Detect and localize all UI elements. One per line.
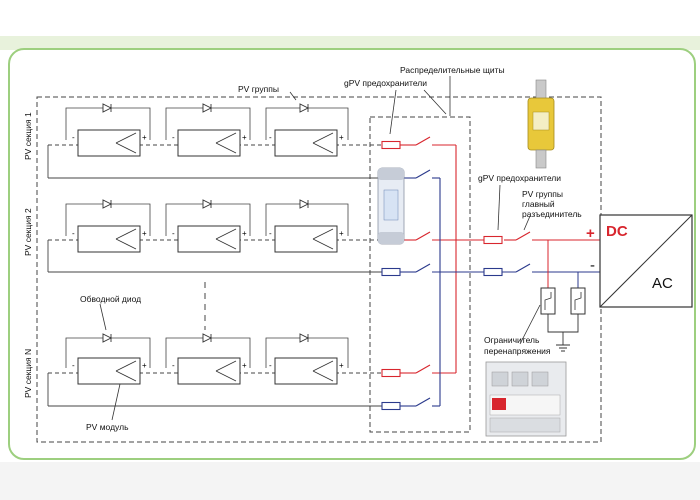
main-fuse [483, 235, 503, 245]
pv-module [268, 129, 345, 157]
pv-section-2 [47, 199, 392, 273]
label-dc: DC [606, 223, 628, 240]
gpv-fuse-negative [381, 267, 401, 277]
pv-module [71, 129, 148, 157]
label-main-disconnector-2: главный [522, 199, 555, 209]
label-pv-module: PV модуль [86, 422, 129, 432]
label-main-disconnector-1: PV группы [522, 189, 563, 199]
pv-section-n [47, 333, 392, 407]
negative-bus [400, 169, 600, 407]
top-strip [0, 36, 700, 50]
label-section-2: PV секция 2 [23, 208, 33, 256]
gpv-fuse-negative [381, 401, 401, 411]
label-surge-2: перенапряжения [484, 346, 551, 356]
positive-bus [400, 136, 600, 374]
label-section-1: PV секция 1 [23, 112, 33, 160]
pv-module [268, 357, 345, 385]
label-gpv-fuses-top: gPV предохранители [344, 78, 427, 88]
gpv-fuse-positive [381, 368, 401, 378]
pv-module [71, 357, 148, 385]
bypass-diode-symbol [102, 333, 112, 343]
surge-arrester [540, 240, 586, 352]
pv-module [171, 357, 248, 385]
pv-module [71, 225, 148, 253]
label-distribution-boards: Распределительные щиты [400, 65, 505, 75]
fuse-photo-top [527, 79, 555, 169]
distribution-board-box [369, 116, 471, 433]
fuse-photo-cylinder [377, 167, 405, 245]
pv-module [171, 129, 248, 157]
inverter [599, 214, 693, 308]
pv-module [171, 225, 248, 253]
pointer-arrows [99, 76, 541, 421]
label-minus: - [590, 257, 595, 274]
label-gpv-fuses-right: gPV предохранители [478, 173, 561, 183]
gpv-fuse-positive [381, 140, 401, 150]
label-bypass-diode: Обводной диод [80, 294, 141, 304]
pv-module [268, 225, 345, 253]
surge-device-photo [485, 361, 567, 437]
label-pv-groups: PV группы [238, 84, 279, 94]
label-section-n: PV секция N [23, 349, 33, 398]
label-ac: AC [652, 275, 673, 292]
pv-section-1 [47, 103, 392, 179]
diagram-frame [8, 48, 696, 460]
bottom-strip [0, 462, 700, 500]
top-bar [0, 0, 700, 40]
label-plus: + [586, 225, 595, 242]
label-main-disconnector-3: разъединитель [522, 209, 582, 219]
label-surge-1: Ограничитель [484, 335, 540, 345]
